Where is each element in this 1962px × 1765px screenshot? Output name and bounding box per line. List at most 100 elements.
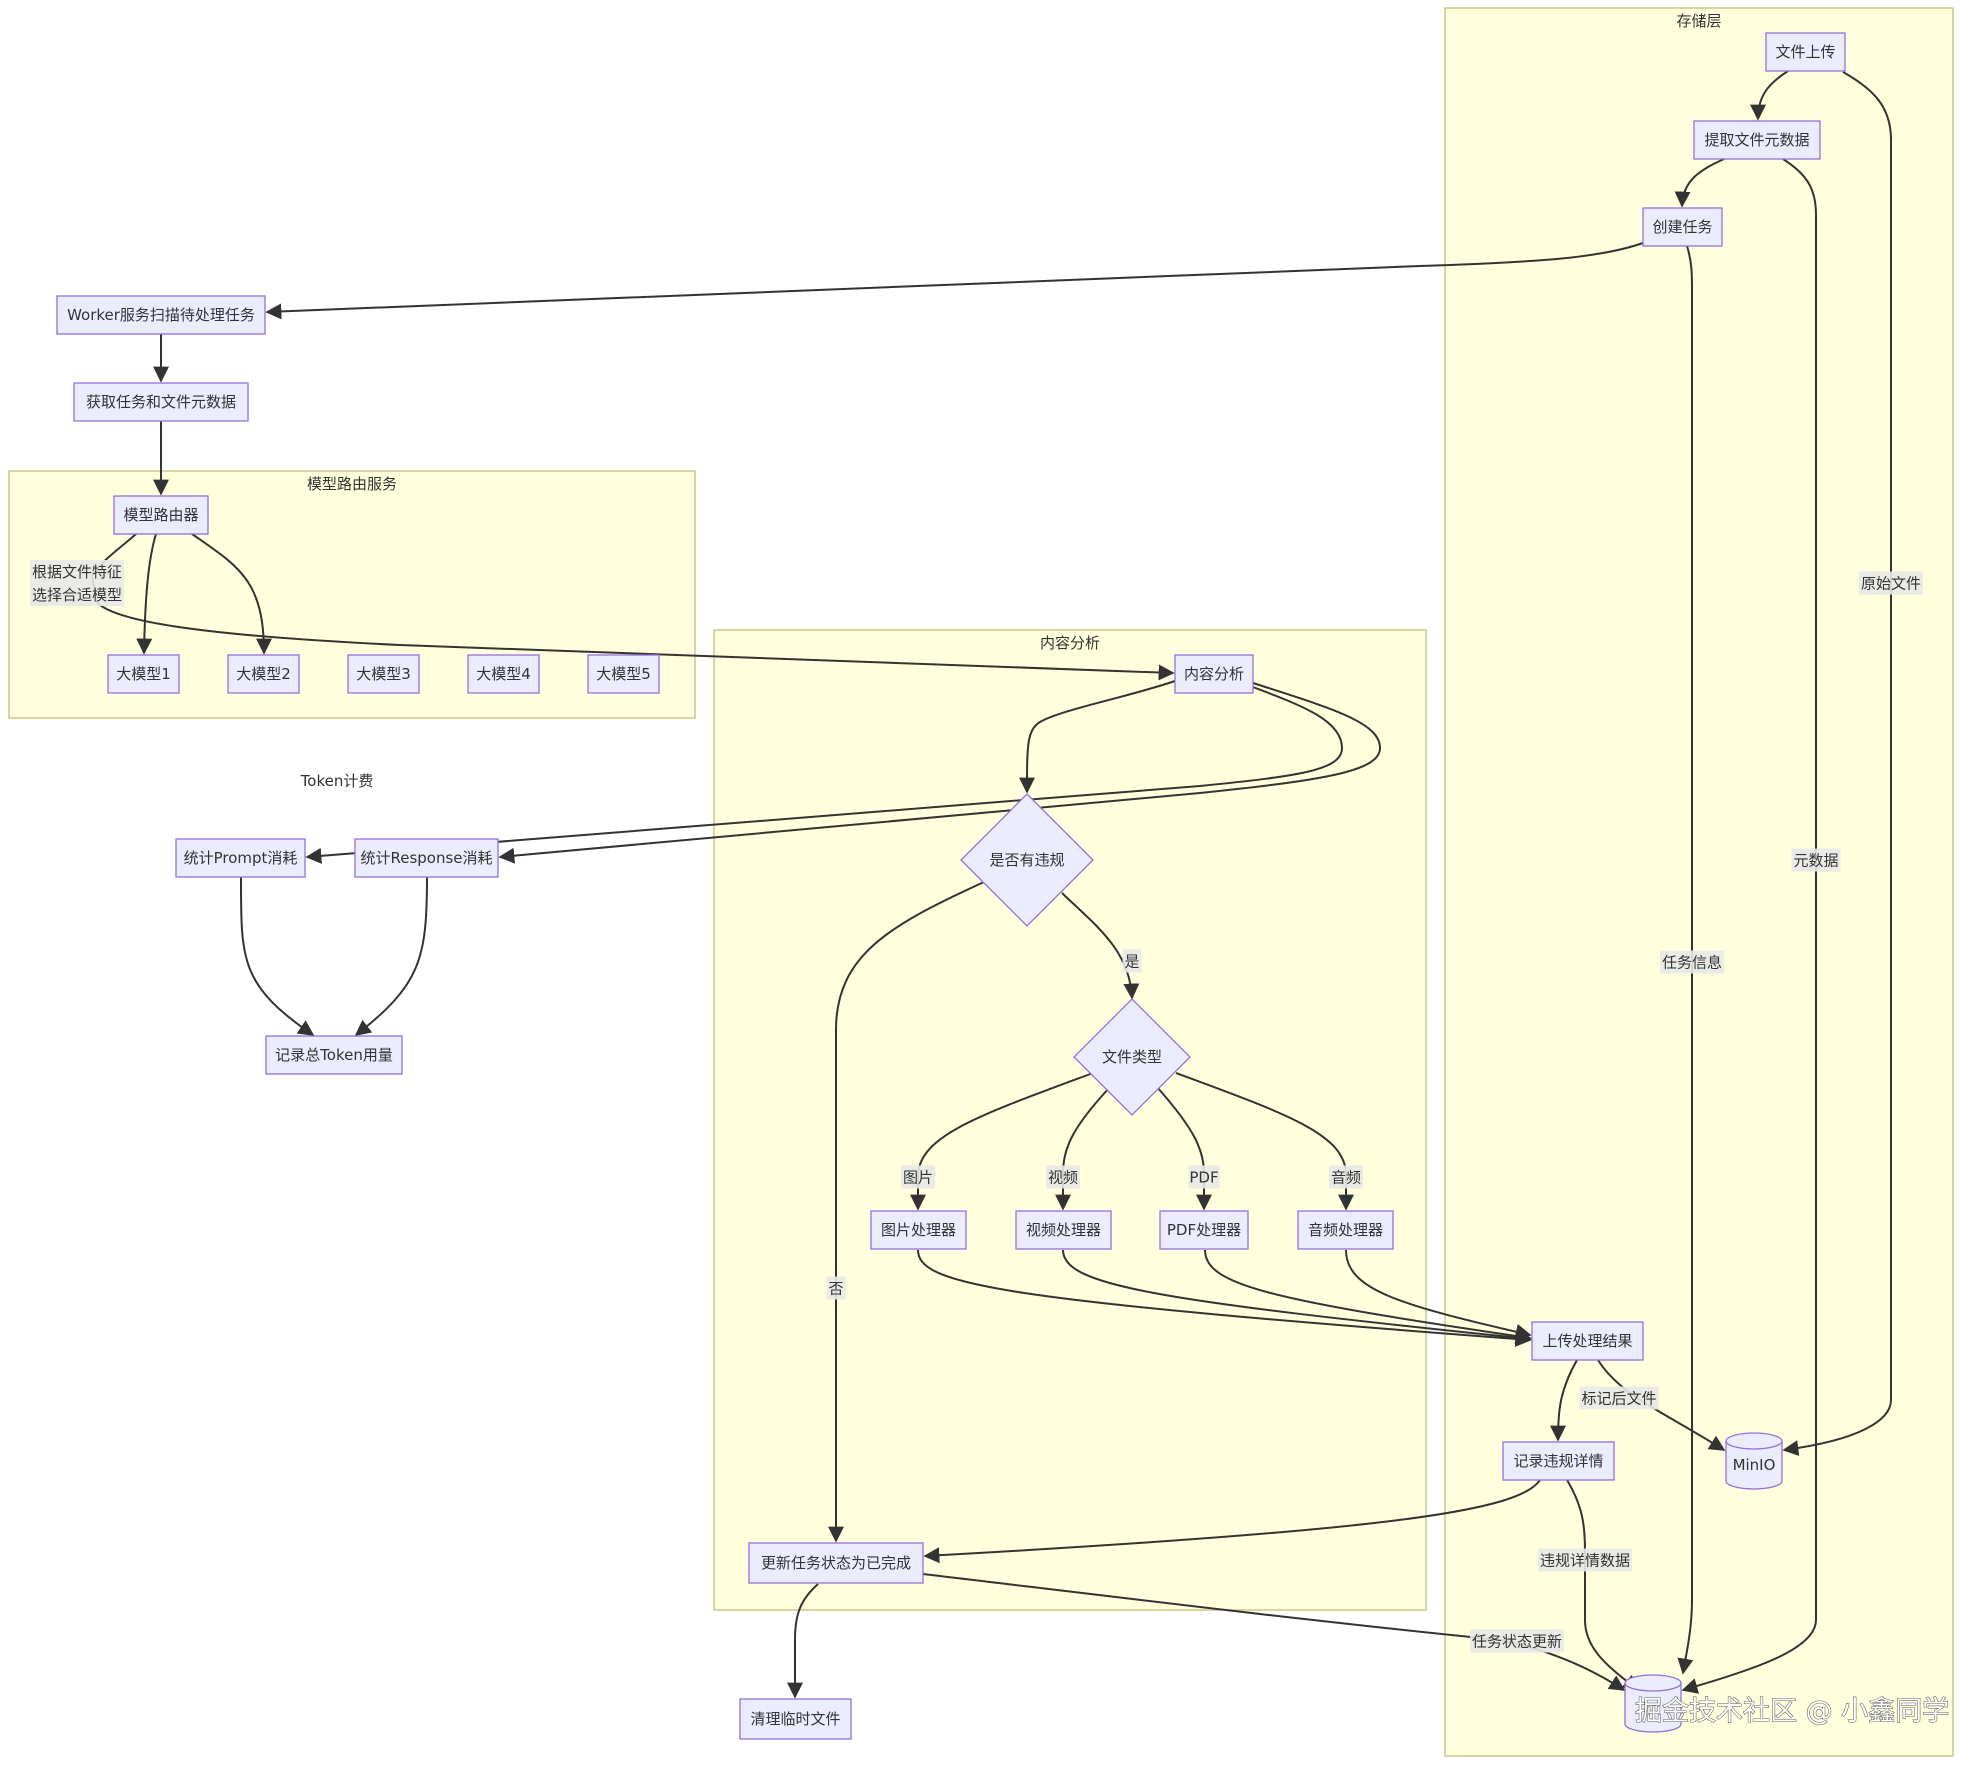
node-box bbox=[587, 654, 660, 694]
node-llm4[interactable]: 大模型4 bbox=[467, 654, 540, 694]
edge-label-bg bbox=[1538, 1548, 1632, 1572]
database-cylinder-icon bbox=[1725, 1432, 1783, 1490]
node-box bbox=[1159, 1210, 1249, 1250]
node-upload[interactable]: 文件上传 bbox=[1765, 32, 1846, 72]
database-cylinder-icon bbox=[1624, 1674, 1682, 1733]
edge-model_router-to-content_analysis bbox=[90, 533, 1175, 681]
edge-model_router-to-llm1 bbox=[136, 533, 157, 655]
node-label: 统计Response消耗 bbox=[360, 849, 492, 867]
node-label: 获取任务和文件元数据 bbox=[86, 393, 236, 411]
edge-content_analysis-to-has_violation bbox=[1019, 680, 1176, 794]
node-total-token[interactable]: 记录总Token用量 bbox=[265, 1035, 403, 1075]
edge-update_status-to-cleanup bbox=[787, 1583, 819, 1699]
edge-label-bg bbox=[1329, 1165, 1363, 1189]
group-analysis-frame bbox=[713, 629, 1427, 1611]
edge-label-text: 任务状态更新 bbox=[1472, 1633, 1562, 1651]
group-token: Token计费 bbox=[300, 772, 374, 790]
node-label: 文件上传 bbox=[1775, 43, 1835, 61]
node-image-proc[interactable]: 图片处理器 bbox=[870, 1210, 967, 1250]
node-model-router[interactable]: 模型路由器 bbox=[113, 495, 209, 535]
cylinder-rim bbox=[1624, 1682, 1682, 1692]
edge-label: 违规详情数据 bbox=[1538, 1548, 1632, 1572]
node-llm1[interactable]: 大模型1 bbox=[107, 654, 180, 694]
node-box bbox=[1693, 120, 1821, 160]
node-llm5[interactable]: 大模型5 bbox=[587, 654, 660, 694]
node-file-type[interactable]: 文件类型 bbox=[1073, 998, 1191, 1116]
node-pdf-proc[interactable]: PDF处理器 bbox=[1159, 1210, 1249, 1250]
edge-label-text: 根据文件特征 bbox=[32, 563, 122, 581]
node-label: 清理临时文件 bbox=[750, 1710, 840, 1728]
node-box bbox=[1174, 654, 1254, 694]
decision-diamond bbox=[960, 793, 1094, 927]
edge-label-bg bbox=[1660, 950, 1724, 974]
node-label: MinIO bbox=[1733, 1456, 1776, 1474]
edge-label-text: PDF bbox=[1189, 1169, 1218, 1187]
node-box bbox=[175, 838, 306, 878]
node-label: 内容分析 bbox=[1184, 665, 1244, 683]
node-llm3[interactable]: 大模型3 bbox=[347, 654, 420, 694]
edge-label: 否 bbox=[826, 1276, 846, 1300]
node-box bbox=[1765, 32, 1846, 72]
edge-label: 任务信息 bbox=[1660, 950, 1724, 974]
node-has-violation[interactable]: 是否有违规 bbox=[960, 793, 1094, 927]
edge-label-bg bbox=[1859, 571, 1923, 595]
group-title: 模型路由服务 bbox=[307, 475, 397, 493]
node-worker-scan[interactable]: Worker服务扫描待处理任务 bbox=[56, 295, 266, 335]
node-llm2[interactable]: 大模型2 bbox=[227, 654, 300, 694]
edge-label-text: 否 bbox=[828, 1280, 843, 1298]
node-cleanup[interactable]: 清理临时文件 bbox=[739, 1698, 852, 1740]
node-record-violation[interactable]: 记录违规详情 bbox=[1502, 1441, 1615, 1481]
node-label: 文件类型 bbox=[1102, 1048, 1162, 1066]
node-db[interactable] bbox=[1624, 1674, 1682, 1733]
edge-label: PDF bbox=[1188, 1165, 1220, 1189]
node-update-status[interactable]: 更新任务状态为已完成 bbox=[748, 1542, 924, 1584]
edge-pdf_proc-to-upload_result bbox=[1204, 1249, 1532, 1344]
node-fetch-task[interactable]: 获取任务和文件元数据 bbox=[73, 382, 249, 422]
edge-label: 元数据 bbox=[1791, 848, 1841, 872]
edge-label-text: 选择合适模型 bbox=[32, 586, 122, 604]
node-box bbox=[739, 1698, 852, 1740]
node-box bbox=[1531, 1321, 1644, 1361]
node-create-task[interactable]: 创建任务 bbox=[1642, 207, 1723, 247]
edge-upload-to-extract_meta bbox=[1750, 70, 1789, 121]
decision-diamond bbox=[1073, 998, 1191, 1116]
node-response-count[interactable]: 统计Response消耗 bbox=[354, 838, 499, 878]
edge-content_analysis-to-response_count bbox=[498, 682, 1382, 864]
edge-create_task-to-worker_scan bbox=[265, 242, 1644, 320]
node-box bbox=[870, 1210, 967, 1250]
node-label: Worker服务扫描待处理任务 bbox=[67, 306, 255, 324]
edge-record_violation-to-update_status bbox=[923, 1479, 1541, 1564]
node-prompt-count[interactable]: 统计Prompt消耗 bbox=[175, 838, 306, 878]
node-audio-proc[interactable]: 音频处理器 bbox=[1297, 1210, 1394, 1250]
node-box bbox=[1297, 1210, 1394, 1250]
edge-label-bg bbox=[1122, 949, 1142, 973]
node-label: 音频处理器 bbox=[1308, 1221, 1383, 1239]
edge-label-bg bbox=[826, 1276, 846, 1300]
edge-label-bg bbox=[1470, 1629, 1564, 1653]
edge-label: 是 bbox=[1122, 949, 1142, 973]
edge-update_status-to-db bbox=[922, 1573, 1626, 1691]
node-box bbox=[748, 1542, 924, 1584]
group-title: Token计费 bbox=[300, 772, 374, 790]
node-label: 图片处理器 bbox=[881, 1221, 956, 1239]
node-box bbox=[56, 295, 266, 335]
edge-extract_meta-to-create_task bbox=[1674, 158, 1725, 208]
node-content-analysis[interactable]: 内容分析 bbox=[1174, 654, 1254, 694]
node-box bbox=[354, 838, 499, 878]
edge-label-bg bbox=[1046, 1165, 1080, 1189]
node-label: 记录总Token用量 bbox=[275, 1046, 393, 1064]
cylinder-rim bbox=[1725, 1440, 1783, 1450]
node-video-proc[interactable]: 视频处理器 bbox=[1015, 1210, 1112, 1250]
node-box bbox=[73, 382, 249, 422]
node-minio[interactable]: MinIO bbox=[1725, 1432, 1783, 1490]
node-box bbox=[467, 654, 540, 694]
edge-label-bg bbox=[1188, 1165, 1220, 1189]
node-label: 统计Prompt消耗 bbox=[184, 849, 298, 867]
group-analysis: 内容分析 bbox=[713, 629, 1427, 1611]
node-label: 大模型3 bbox=[356, 665, 411, 683]
node-label: 大模型5 bbox=[596, 665, 651, 683]
node-extract-meta[interactable]: 提取文件元数据 bbox=[1693, 120, 1821, 160]
edge-label-text: 任务信息 bbox=[1662, 954, 1722, 972]
node-upload-result[interactable]: 上传处理结果 bbox=[1531, 1321, 1644, 1361]
